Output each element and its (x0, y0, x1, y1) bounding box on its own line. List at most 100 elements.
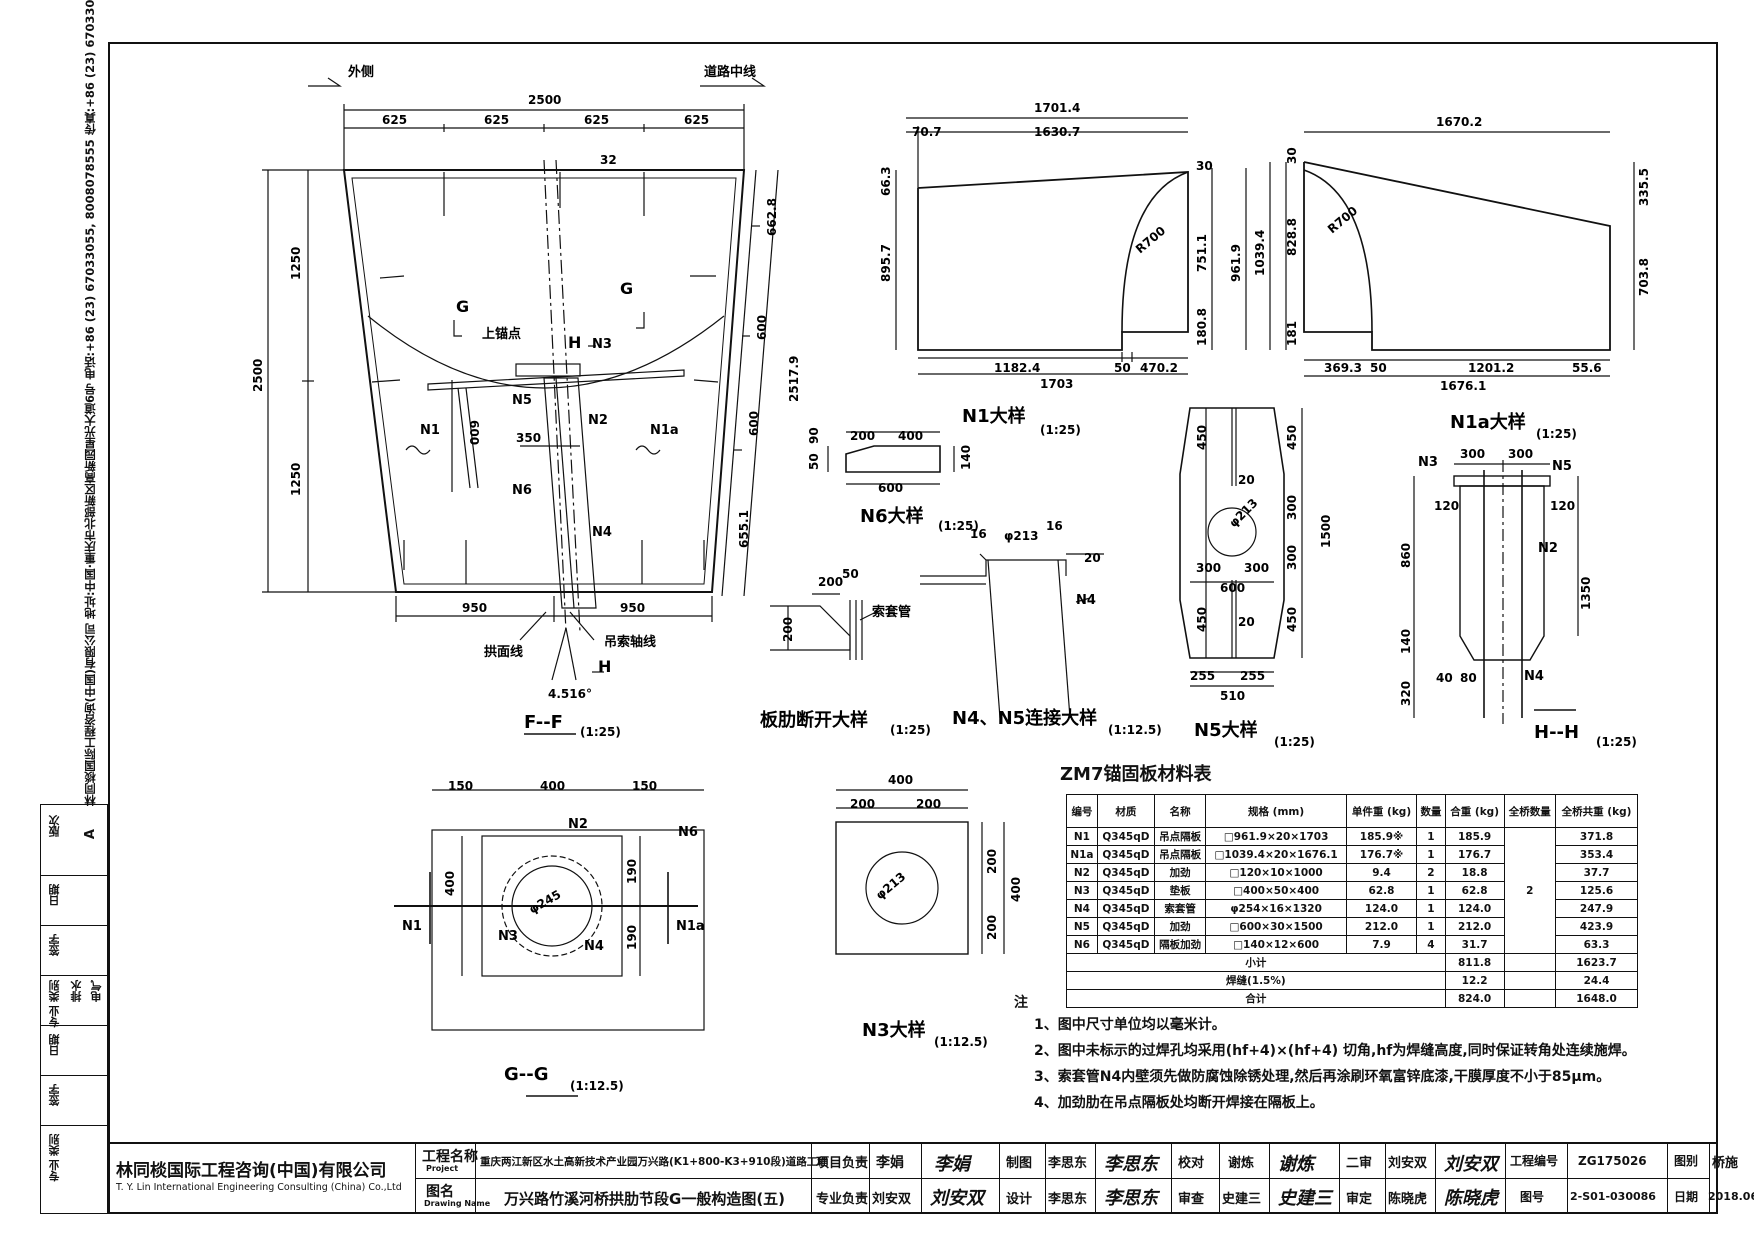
n1a-dim-55: 55.6 (1572, 361, 1602, 375)
approve-name: 陈晓虎 (1388, 1192, 1428, 1207)
hh-label-n5: N5 (1552, 459, 1572, 474)
material-table-title: ZM7锚固板材料表 (1060, 764, 1212, 785)
col-no: 编号 (1066, 794, 1098, 828)
cell: N5 (1066, 917, 1098, 936)
bridge-qty-cell: 2 (1503, 827, 1557, 954)
ff-label-n2: N2 (588, 413, 608, 428)
ff-section-g-right: G (620, 279, 633, 298)
n1-dim-30: 30 (1196, 159, 1213, 173)
gg-label-n6: N6 (678, 825, 698, 840)
ff-label-n1a: N1a (650, 423, 679, 438)
n1-dim-180: 180.8 (1195, 308, 1209, 346)
n5-dim-255-l: 255 (1190, 669, 1215, 683)
ff-label-n5: N5 (512, 393, 532, 408)
hh-dim-300-r: 300 (1508, 447, 1533, 461)
check-signature: 谢炼 (1278, 1154, 1314, 1175)
pm-signature: 李娟 (934, 1154, 970, 1175)
n3-scale: (1:12.5) (934, 1035, 988, 1049)
n1-dim-50: 50 (1114, 361, 1131, 375)
hh-dim-80: 80 (1460, 671, 1477, 685)
hh-dim-300-l: 300 (1460, 447, 1485, 461)
cell: 176.7 (1444, 845, 1505, 864)
n1a-dim-30: 30 (1285, 147, 1299, 164)
n6-dim-600: 600 (878, 481, 903, 495)
cell: 加劲 (1153, 863, 1207, 882)
n6-dim-400: 400 (898, 429, 923, 443)
cell: 隔板加劲 (1153, 935, 1207, 954)
cell: Q345qD (1096, 845, 1155, 864)
ff-dim-top-1: 625 (382, 113, 407, 127)
gg-label-n4: N4 (584, 939, 604, 954)
n1a-dim-703: 703.8 (1637, 258, 1651, 296)
n5-dim-450-top-l: 450 (1195, 425, 1209, 450)
ff-dim-350: 350 (516, 431, 541, 445)
cell: 1 (1416, 845, 1446, 864)
gg-dim-400-v: 400 (443, 871, 457, 896)
gg-dim-400: 400 (540, 779, 565, 793)
design-signature: 李思东 (1104, 1188, 1158, 1209)
gg-diameter: φ245 (527, 887, 564, 916)
cell: N4 (1066, 899, 1098, 918)
hh-dim-140: 140 (1399, 629, 1413, 654)
note-item: 3、索套管N4内壁须先做防腐蚀除锈处理,然后再涂刷环氧富锌底漆,干膜厚度不小于8… (1034, 1069, 1611, 1085)
n1-dim-470: 470.2 (1140, 361, 1178, 375)
company-name-en: T. Y. Lin International Engineering Cons… (116, 1182, 402, 1193)
n4n5-scale: (1:12.5) (1108, 723, 1162, 737)
gg-dim-150-l: 150 (448, 779, 473, 793)
project-no: ZG175026 (1578, 1154, 1647, 1168)
check-sig-col: 谢炼 史建三 (1270, 1144, 1340, 1214)
hh-scale: (1:25) (1596, 735, 1637, 749)
weld-weight: 12.2 (1444, 971, 1505, 990)
n6-scale: (1:25) (938, 519, 979, 533)
ff-dim-top-4: 625 (684, 113, 709, 127)
approve-signature: 陈晓虎 (1444, 1188, 1498, 1209)
weld-row: 焊缝(1.5%) 12.2 24.4 (1066, 971, 1638, 990)
revision-strip: 版次 A 日期 签字 专业 类别 排水 电气 日期 签字 专业 类别 (40, 804, 109, 1214)
view-hh-detail (1413, 460, 1579, 724)
second-review-name: 刘安双 (1388, 1156, 1428, 1171)
ff-scale: (1:25) (580, 725, 621, 739)
n1-dim-1703: 1703 (1040, 377, 1073, 391)
gg-dim-190-b: 190 (625, 925, 639, 950)
n6-title: N6大样 (860, 505, 924, 527)
no-label-col: 工程编号 图号 (1506, 1144, 1568, 1214)
col-material: 材质 (1096, 794, 1155, 828)
draw-label-col: 制图 设计 (1000, 1144, 1046, 1214)
pm-label: 项目负责 (816, 1156, 869, 1171)
cell: 62.8 (1345, 881, 1418, 900)
rib-dim-200: 200 (818, 575, 843, 589)
n4n5-label-n4: N4 (1076, 593, 1096, 608)
gg-dim-150-r: 150 (632, 779, 657, 793)
check-name: 谢炼 (1228, 1156, 1255, 1171)
cell: 212.0 (1444, 917, 1505, 936)
cell: □120×10×1000 (1205, 863, 1347, 882)
gg-label-n2: N2 (568, 817, 588, 832)
cell: 212.0 (1345, 917, 1418, 936)
cell: 176.7※ (1345, 845, 1418, 864)
label-col: 工程名称 Project 图名 Drawing Name (416, 1144, 490, 1214)
weld-bridge: 24.4 (1555, 971, 1638, 990)
cell: 加劲 (1153, 917, 1207, 936)
n5-dim-300-r: 300 (1244, 561, 1269, 575)
draw-label: 制图 (1006, 1156, 1033, 1171)
cell: 37.7 (1555, 863, 1638, 882)
n1-scale: (1:25) (1040, 423, 1081, 437)
cell: N3 (1066, 881, 1098, 900)
cell: □600×30×1500 (1205, 917, 1347, 936)
second-review-signature: 刘安双 (1444, 1154, 1498, 1175)
check-label-col: 校对 审查 (1172, 1144, 1220, 1214)
note-item: 4、加劲肋在吊点隔板处均断开焊接在隔板上。 (1034, 1095, 1324, 1111)
n5-dim-600: 600 (1220, 581, 1245, 595)
hh-label-n3: N3 (1418, 455, 1438, 470)
date-label: 日期 (1674, 1190, 1699, 1204)
sp-signature: 刘安双 (930, 1188, 984, 1209)
ff-cable-axis: 吊索轴线 (604, 634, 656, 650)
second-name-col: 刘安双 陈晓虎 (1386, 1144, 1436, 1214)
n1a-dim-50: 50 (1370, 361, 1387, 375)
cell: □140×12×600 (1205, 935, 1347, 954)
date-value: 2018.06 (1708, 1190, 1754, 1203)
cell: □961.9×20×1703 (1205, 827, 1347, 846)
cell: 423.9 (1555, 917, 1638, 936)
